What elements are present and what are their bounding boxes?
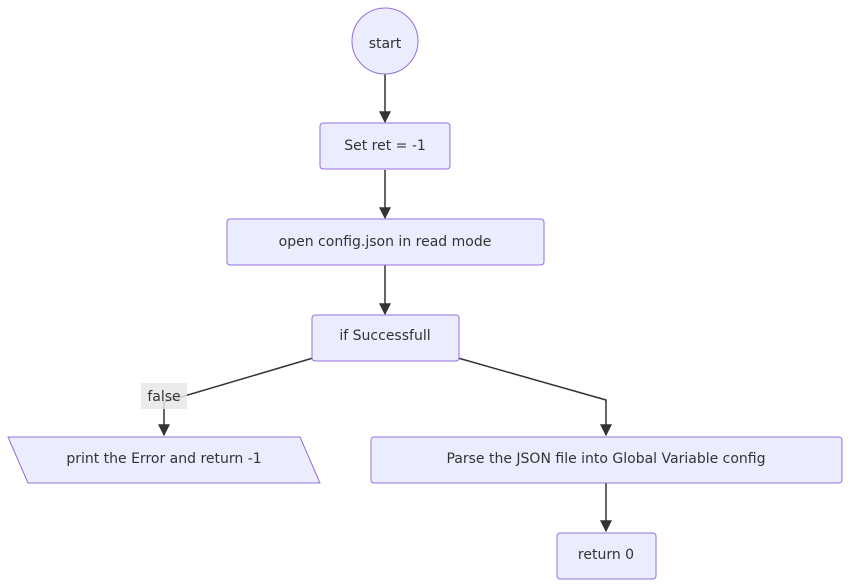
node-print-error-label: print the Error and return -1 <box>66 451 261 467</box>
node-set-ret[interactable]: Set ret = -1 <box>319 122 451 170</box>
node-open-config[interactable]: open config.json in read mode <box>226 218 545 266</box>
node-open-config-label: open config.json in read mode <box>279 234 492 250</box>
node-parse-json-label: Parse the JSON file into Global Variable… <box>446 451 765 467</box>
node-print-error[interactable]: print the Error and return -1 <box>7 436 321 484</box>
node-start-shape <box>351 7 419 75</box>
node-set-ret-label: Set ret = -1 <box>344 138 426 154</box>
edge-label-false-text: false <box>147 389 180 405</box>
node-parse-json[interactable]: Parse the JSON file into Global Variable… <box>370 436 843 484</box>
node-if-successfull-shape <box>311 314 460 362</box>
node-return-zero[interactable]: return 0 <box>556 532 657 580</box>
node-if-successfull[interactable]: if Successfull <box>311 314 460 362</box>
node-set-ret-shape <box>319 122 451 170</box>
edge-label-false: false <box>141 383 187 409</box>
node-return-zero-shape <box>556 532 657 580</box>
node-parse-json-shape <box>370 436 843 484</box>
node-start[interactable]: start <box>351 7 419 75</box>
node-print-error-shape <box>7 436 321 484</box>
edge-if-to-parse-json <box>457 357 612 437</box>
node-open-config-shape <box>226 218 545 266</box>
edge-label-background <box>141 383 187 409</box>
node-start-label: start <box>369 36 402 52</box>
node-if-successfull-label: if Successfull <box>339 328 430 344</box>
node-return-zero-label: return 0 <box>578 547 634 563</box>
